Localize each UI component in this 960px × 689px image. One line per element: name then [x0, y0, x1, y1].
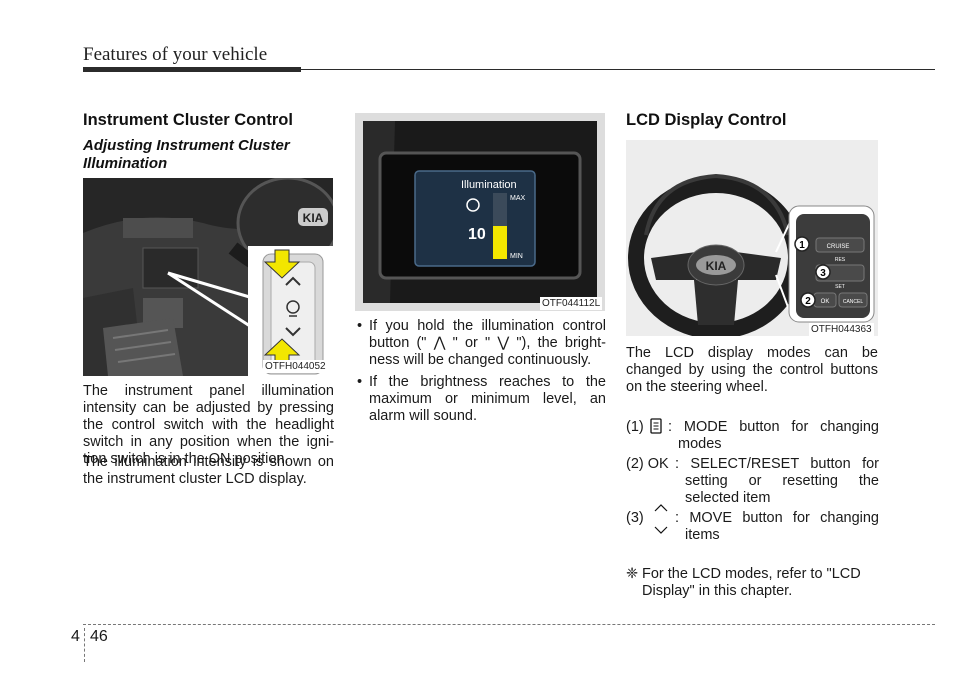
item-1-number: (1) [626, 419, 644, 435]
header-rule [83, 67, 301, 72]
left-paragraph-2: The illumination intensity is shown on t… [83, 454, 334, 487]
lcd-title-text: Illumination [461, 179, 517, 191]
bullet-brightness-limit: If the brightness reaches to the maximum… [354, 374, 606, 425]
item-2-text: : SELECT/RESET button for [675, 456, 879, 472]
wheel-logo-text: KIA [706, 259, 727, 273]
item-3-continuation: items [685, 527, 720, 543]
wheel-ok-label: OK [821, 299, 830, 305]
wheel-set-label: SET [835, 284, 845, 290]
middle-bullet-list: If you hold the illumination control but… [354, 318, 606, 430]
dashboard-switch-illustration: KIA [83, 178, 333, 376]
item-1-text: : MODE button for changing [668, 419, 879, 435]
lcd-intro-paragraph: The LCD display modes can be changed by … [626, 345, 878, 395]
note-symbol: ❈ [626, 566, 639, 582]
figure-code-left: OTFH044052 [263, 360, 328, 373]
page-section-number: 4 [71, 628, 80, 645]
section-heading-instrument-cluster: Instrument Cluster Control [83, 111, 293, 129]
section-heading-lcd-control: LCD Display Control [626, 111, 787, 129]
move-icon [652, 502, 670, 541]
page-number: 46 [90, 628, 108, 645]
footer-rule [83, 624, 935, 625]
header-rule-thin [301, 69, 935, 70]
figure-dashboard-switch: KIA OTFH044052 [83, 178, 333, 376]
note-text: For the LCD modes, refer to "LCD Display… [642, 566, 861, 599]
lcd-value-text: 10 [468, 226, 486, 243]
steering-wheel-illustration: KIA CRUISE RES SET OK CANCEL 1 3 2 [626, 140, 878, 336]
wheel-cruise-label: CRUISE [827, 244, 850, 250]
page-header-title: Features of your vehicle [83, 44, 268, 65]
figure-code-middle: OTF044112L [540, 297, 603, 310]
item-2-continuation-1: setting or resetting the [685, 473, 879, 489]
lcd-max-label: MAX [510, 195, 526, 202]
callout-3: 3 [820, 268, 826, 279]
subheading-illumination: Adjusting Instrument Cluster Illuminatio… [83, 137, 290, 172]
bullet-hold-button: If you hold the illumination control but… [354, 318, 606, 369]
svg-text:KIA: KIA [303, 211, 324, 225]
item-1-continuation: modes [678, 436, 722, 452]
wheel-cancel-label: CANCEL [843, 299, 864, 305]
wheel-res-label: RES [835, 257, 846, 263]
item-3-text: : MOVE button for changing [675, 510, 879, 526]
figure-steering-wheel: KIA CRUISE RES SET OK CANCEL 1 3 2 OTFH0… [626, 140, 878, 336]
figure-code-right: OTFH044363 [809, 323, 874, 336]
left-paragraph-1: The instrument panel illumination intens… [83, 383, 334, 467]
lcd-cluster-illustration: Illumination 10 MAX MIN [355, 113, 605, 311]
illumination-level-fill [493, 226, 507, 259]
lcd-min-label: MIN [510, 253, 523, 260]
item-2-number: (2) OK [626, 456, 669, 472]
item-3-number: (3) [626, 510, 644, 526]
callout-1: 1 [799, 240, 805, 251]
figure-lcd-illumination: Illumination 10 MAX MIN OTF044112L [355, 113, 605, 311]
page-number-divider [84, 628, 85, 662]
callout-2: 2 [805, 296, 811, 307]
mode-icon [650, 418, 662, 439]
item-2-continuation-2: selected item [685, 490, 771, 506]
